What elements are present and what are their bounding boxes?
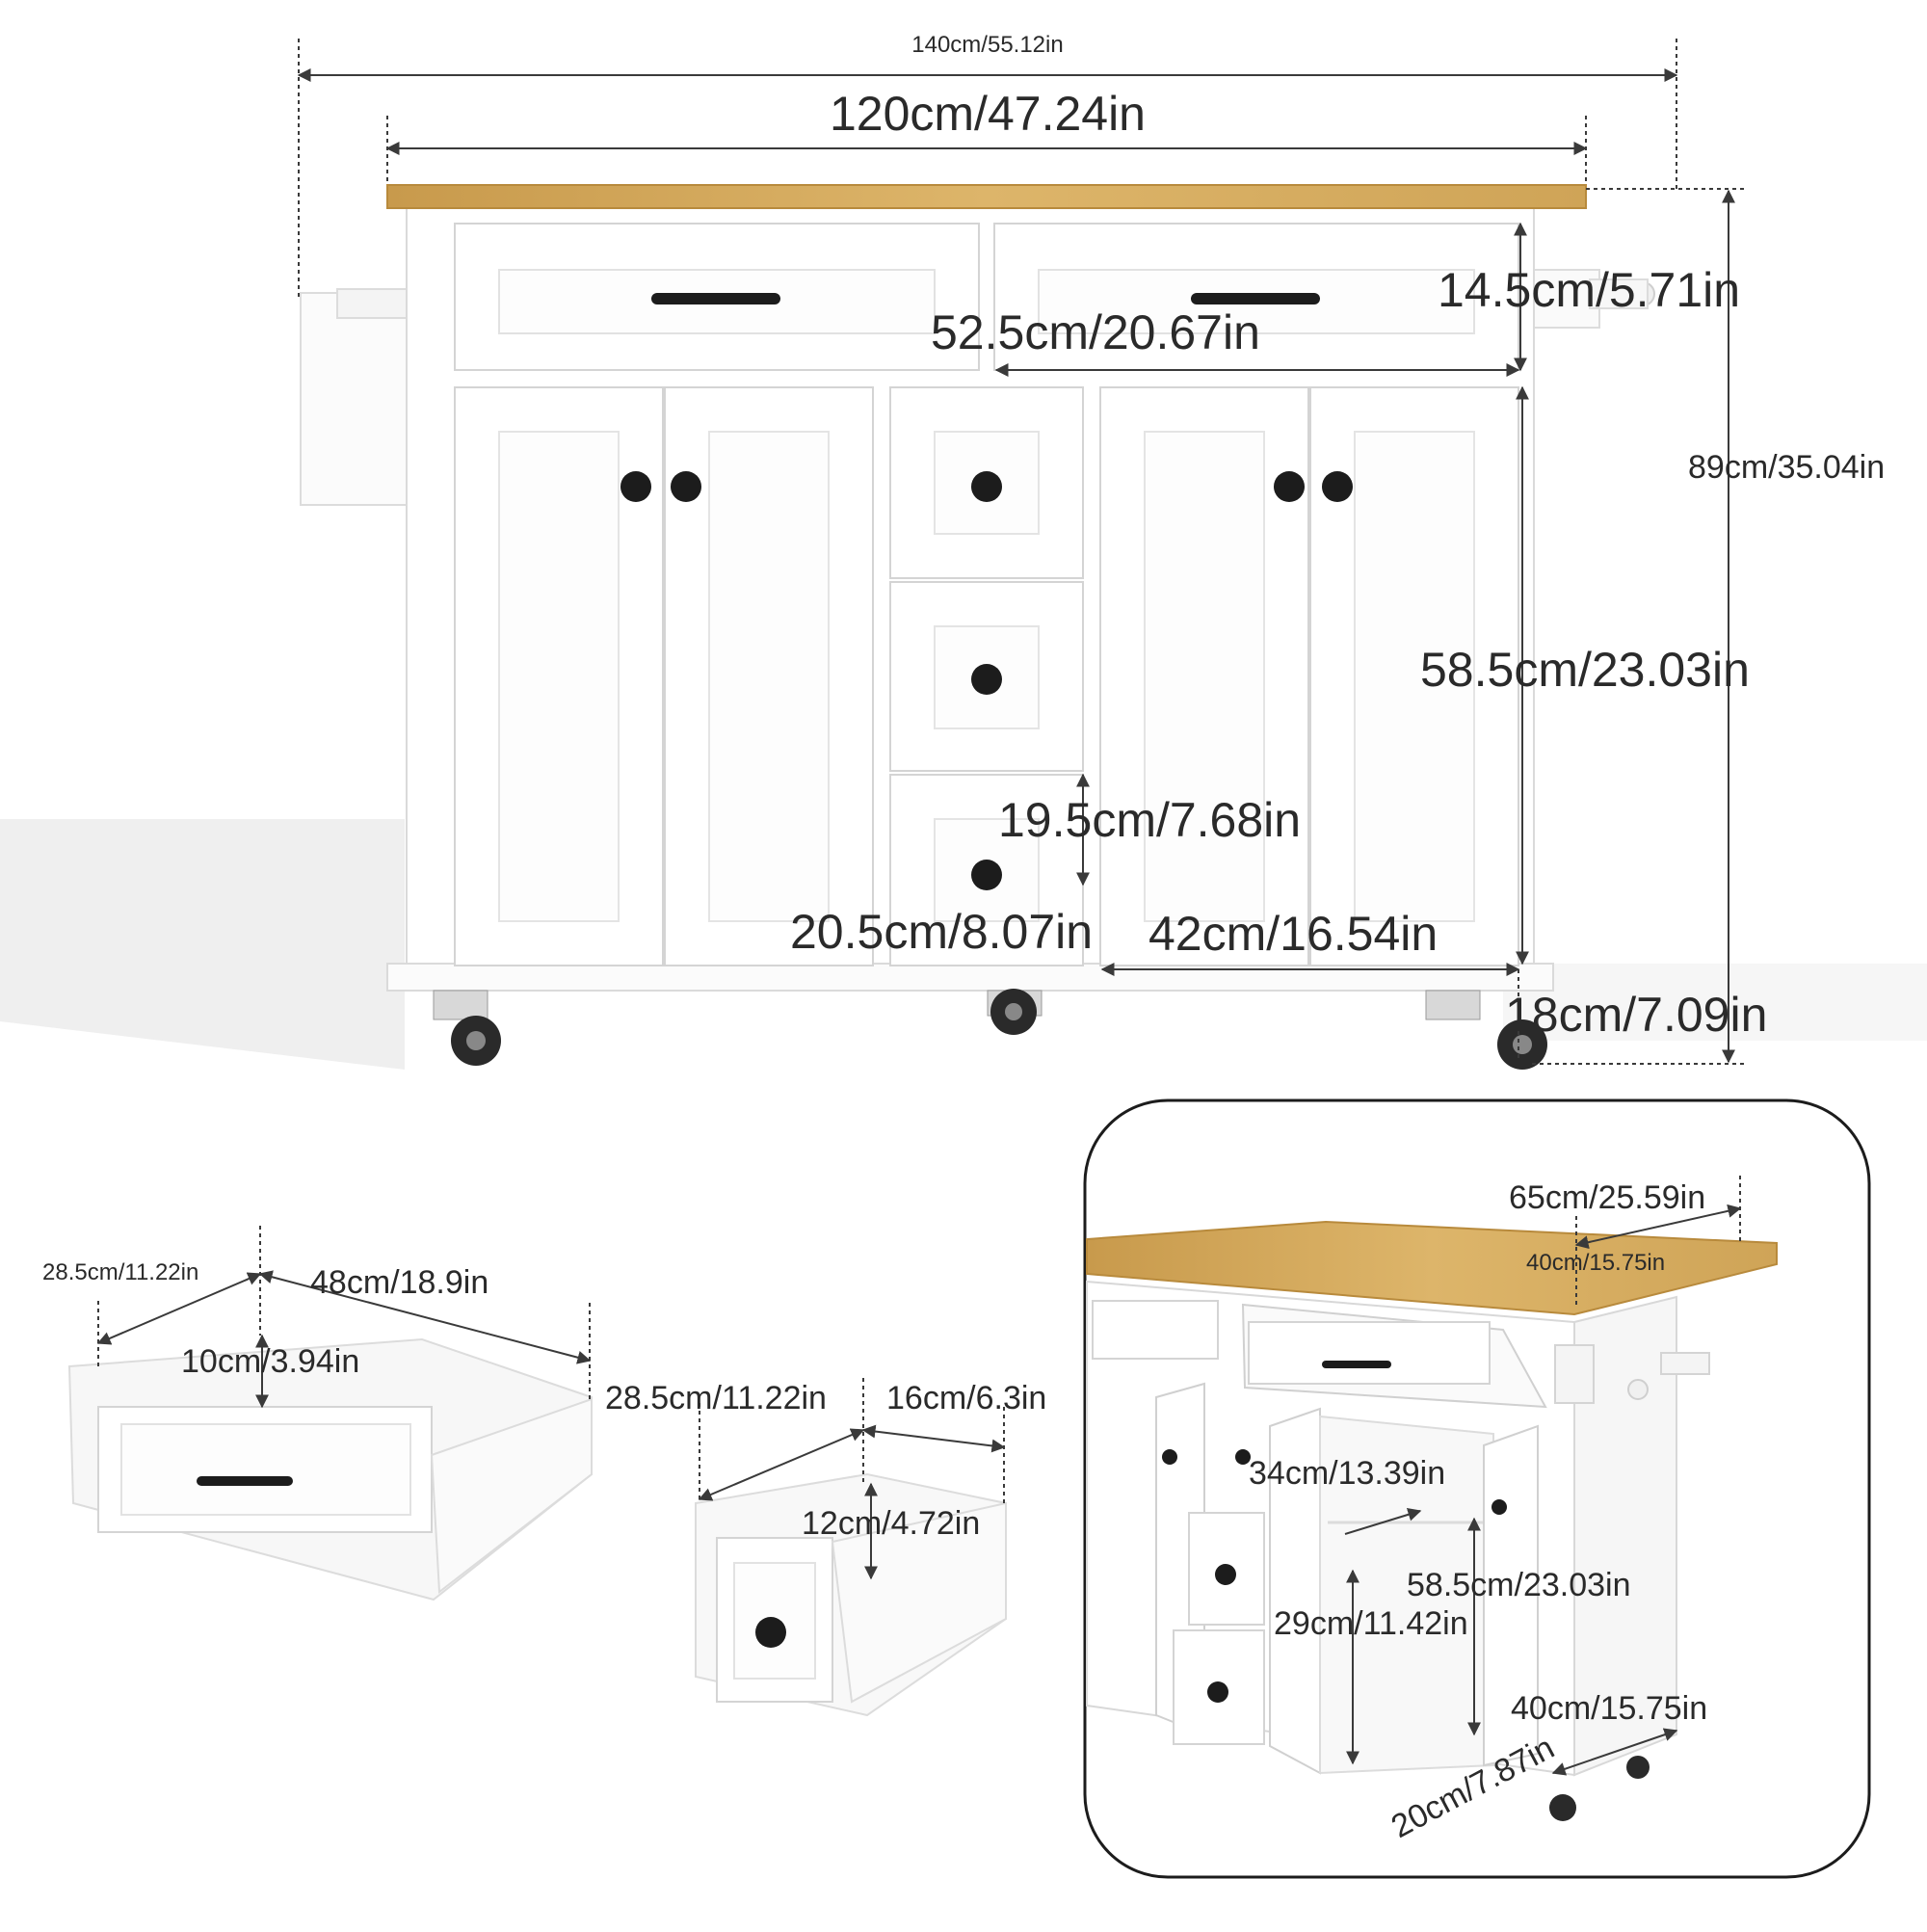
overall-width-label: 140cm/55.12in bbox=[911, 32, 1063, 58]
small-drawer-width-label: 16cm/6.3in bbox=[886, 1380, 1046, 1416]
large-drawer-height-label: 10cm/3.94in bbox=[181, 1343, 359, 1380]
spice-rack-icon bbox=[1521, 269, 1655, 329]
center-drawer-stack bbox=[889, 386, 1084, 966]
inset-perspective-view: 65cm/25.59in 40cm/15.75in 34cm/13.39in 5… bbox=[1083, 1098, 1871, 1879]
inset-cabinet-height-label: 58.5cm/23.03in bbox=[1407, 1567, 1631, 1603]
inset-extended-depth-label: 65cm/25.59in bbox=[1509, 1179, 1705, 1216]
ground-clearance-label: 18cm/7.09in bbox=[1505, 988, 1767, 1042]
large-drawer-width-label: 48cm/18.9in bbox=[310, 1264, 488, 1301]
total-height-label: 89cm/35.04in bbox=[1688, 449, 1885, 486]
drawer-width-label: 52.5cm/20.67in bbox=[931, 305, 1260, 359]
floor-shadow-right bbox=[1503, 964, 1927, 1041]
top-width-label: 120cm/47.24in bbox=[830, 87, 1146, 141]
inset-shelf-height-label: 29cm/11.42in bbox=[1274, 1605, 1468, 1642]
inset-shelf-depth-label: 34cm/13.39in bbox=[1249, 1455, 1445, 1492]
cabinet-height-label: 58.5cm/23.03in bbox=[1420, 643, 1750, 697]
main-dimension-lines bbox=[297, 39, 1744, 1065]
wood-countertop bbox=[386, 184, 1587, 209]
right-cabinet-doors bbox=[1099, 386, 1519, 966]
inset-side-depth-label: 40cm/15.75in bbox=[1511, 1690, 1707, 1727]
drawer-icon bbox=[454, 223, 1519, 371]
small-drawer-height-label: 19.5cm/7.68in bbox=[998, 793, 1301, 847]
small-drawer-height-label: 12cm/4.72in bbox=[802, 1505, 980, 1542]
small-drawer-width-label: 20.5cm/8.07in bbox=[790, 905, 1093, 959]
drawer-handle-icon bbox=[197, 1476, 293, 1486]
cabinet-width-label: 42cm/16.54in bbox=[1148, 907, 1438, 961]
floor-shadow bbox=[0, 819, 405, 1070]
large-drawer-detail: 28.5cm/11.22in 48cm/18.9in 10cm/3.94in bbox=[42, 1226, 593, 1601]
small-drawer-detail: 28.5cm/11.22in 16cm/6.3in 12cm/4.72in bbox=[605, 1378, 1046, 1717]
left-cabinet-doors bbox=[454, 386, 874, 966]
large-drawer-depth-label: 28.5cm/11.22in bbox=[42, 1259, 198, 1285]
drawer-knob-icon bbox=[755, 1617, 786, 1648]
inset-depth-label: 40cm/15.75in bbox=[1526, 1250, 1665, 1276]
drawer-height-label: 14.5cm/5.71in bbox=[1438, 263, 1740, 317]
small-drawer-depth-label: 28.5cm/11.22in bbox=[605, 1380, 827, 1416]
towel-rack-icon bbox=[300, 288, 409, 506]
caster-wheel-icon bbox=[433, 989, 1547, 1070]
main-front-view: 140cm/55.12in 120cm/47.24in 14.5cm/5.71i… bbox=[0, 32, 1927, 1070]
